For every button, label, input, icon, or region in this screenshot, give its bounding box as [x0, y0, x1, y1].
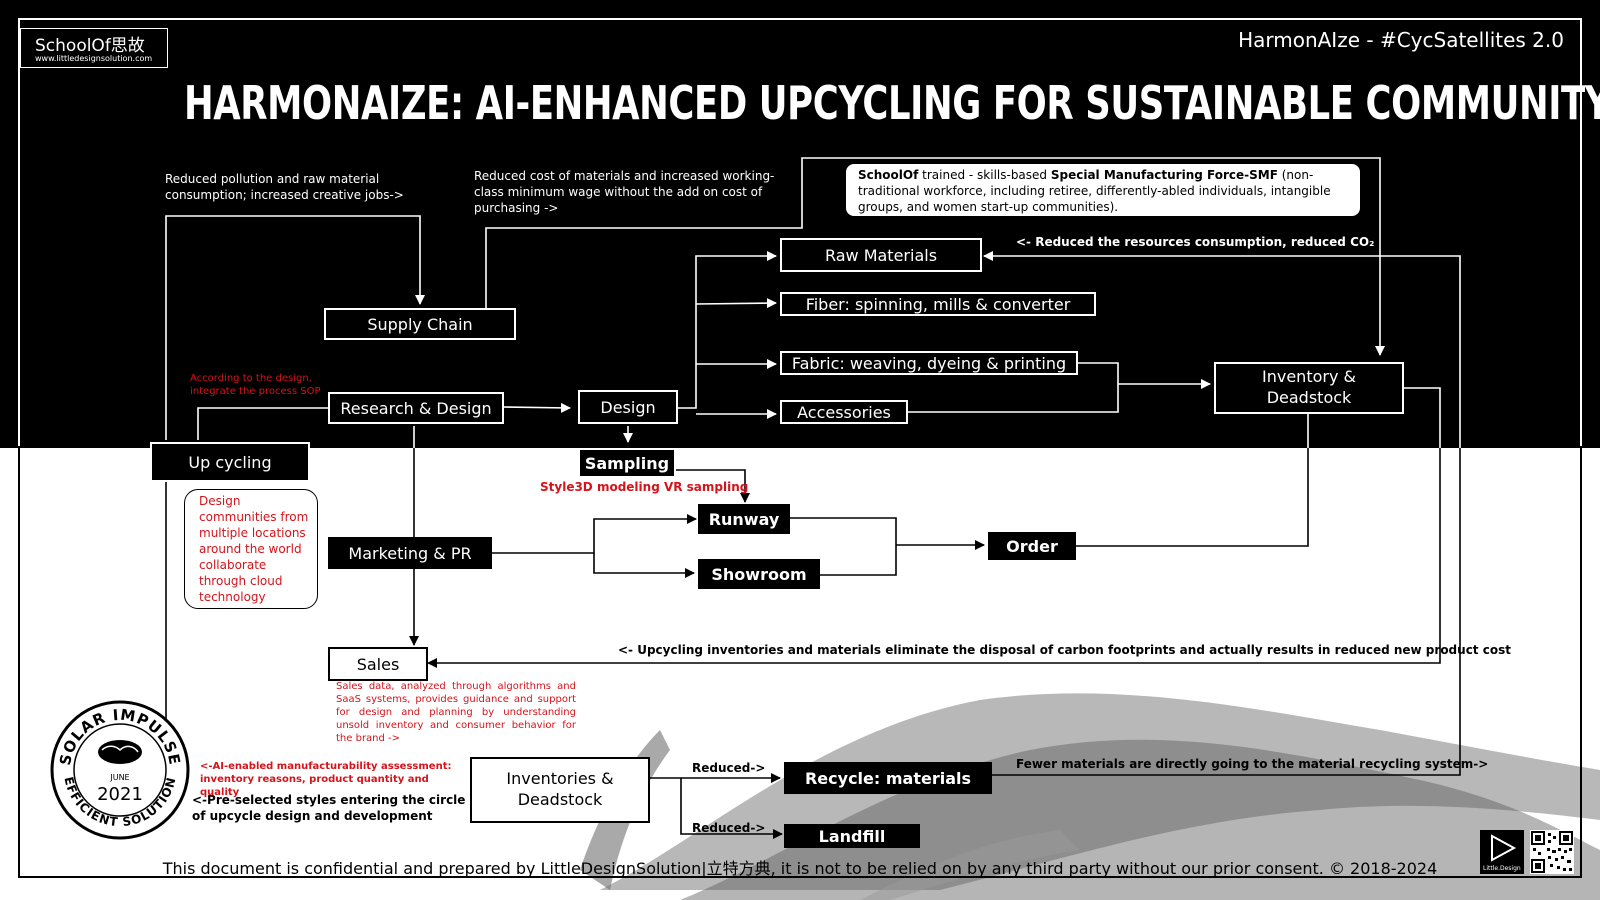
- confidentiality-footer: This document is confidential and prepar…: [162, 859, 1438, 878]
- node-inventories-bottom-line1: Inventories &: [506, 769, 614, 789]
- node-accessories: Accessories: [780, 400, 908, 424]
- note-smf-box: SchoolOf trained - skills-based Special …: [846, 164, 1360, 216]
- node-up-cycling: Up cycling: [150, 442, 310, 482]
- play-triangle-icon: [1491, 834, 1517, 862]
- node-raw-materials: Raw Materials: [780, 238, 982, 272]
- note-fewer-materials: Fewer materials are directly going to th…: [1016, 757, 1489, 771]
- note-ai-assessment: <-AI-enabled manufacturability assessmen…: [200, 761, 452, 798]
- page-title: HARMONAIZE: AI-ENHANCED UPCYCLING FOR SU…: [184, 76, 1600, 130]
- node-runway: Runway: [698, 504, 790, 534]
- node-fiber: Fiber: spinning, mills & converter: [780, 292, 1096, 316]
- solar-impulse-badge: SOLAR IMPULSE EFFICIENT SOLUTION JUNE 20…: [50, 700, 190, 840]
- note-upcycling-inventories: <- Upcycling inventories and materials e…: [618, 643, 1511, 657]
- outer-frame-bottom: [18, 446, 1582, 878]
- note-smf-bold1: SchoolOf: [858, 168, 919, 182]
- node-recycle-materials: Recycle: materials: [784, 762, 992, 794]
- node-landfill: Landfill: [784, 824, 920, 848]
- node-design: Design: [578, 390, 678, 424]
- node-supply-chain: Supply Chain: [324, 308, 516, 340]
- globe-icon: [98, 740, 142, 764]
- qr-code-icon: [1530, 830, 1574, 874]
- little-design-label: Little.Design: [1483, 865, 1521, 872]
- note-pollution: Reduced pollution and raw material consu…: [165, 172, 404, 203]
- node-research-design: Research & Design: [328, 392, 504, 424]
- note-communities: Design communities from multiple locatio…: [199, 494, 309, 604]
- node-sampling: Sampling: [578, 448, 676, 478]
- node-inventory-top-line2: Deadstock: [1266, 388, 1352, 407]
- node-inventory-deadstock-top: Inventory & Deadstock: [1214, 362, 1404, 414]
- node-inventories-deadstock-bottom: Inventories & Deadstock: [470, 757, 650, 823]
- node-order: Order: [988, 532, 1076, 560]
- node-sales: Sales: [328, 647, 428, 681]
- header-series-title: HarmonAIze - #CycSatellites 2.0: [1238, 28, 1564, 52]
- node-showroom: Showroom: [698, 559, 820, 589]
- little-design-logo: Little.Design: [1480, 830, 1524, 874]
- note-smf-text2: (non- traditional workforce, including r…: [858, 168, 1331, 215]
- note-sales-data: Sales data, analyzed through algorithms …: [336, 681, 576, 744]
- note-preselected: <-Pre-selected styles entering the circl…: [192, 793, 466, 824]
- node-inventories-bottom-line2: Deadstock: [517, 790, 603, 809]
- badge-year: 2021: [97, 784, 143, 805]
- note-smf-text1: trained - skills-based: [918, 168, 1051, 182]
- note-reduced-landfill: Reduced->: [692, 821, 766, 835]
- node-fabric: Fabric: weaving, dyeing & printing: [780, 351, 1078, 375]
- note-smf-bold2: Special Manufacturing Force-SMF: [1050, 168, 1278, 182]
- note-communities-box: Design communities from multiple locatio…: [184, 489, 318, 609]
- node-marketing-pr: Marketing & PR: [328, 537, 492, 569]
- note-sop: According to the design, integrate the p…: [190, 373, 321, 397]
- node-inventory-top-line1: Inventory &: [1262, 367, 1356, 387]
- logo-url: www.littledesignsolution.com: [35, 54, 153, 63]
- note-resources: <- Reduced the resources consumption, re…: [1016, 235, 1375, 249]
- logo-text: SchoolOf思故: [35, 36, 145, 56]
- note-reduced-recycle: Reduced->: [692, 761, 766, 775]
- note-style3d: Style3D modeling VR sampling: [540, 480, 749, 494]
- schoolof-logo: SchoolOf思故 www.littledesignsolution.com: [20, 28, 168, 68]
- badge-month: JUNE: [109, 773, 129, 782]
- note-cost: Reduced cost of materials and increased …: [474, 169, 775, 216]
